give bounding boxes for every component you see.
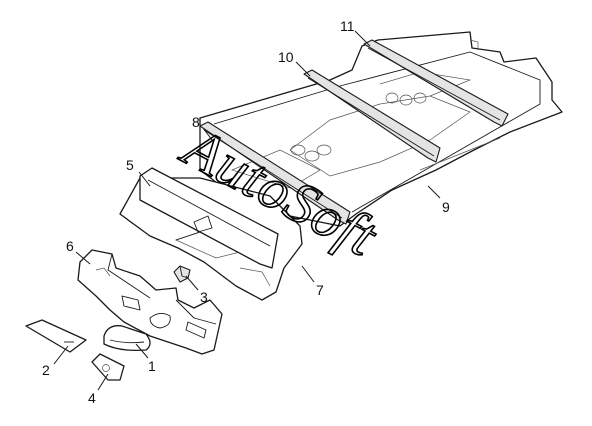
- callout-5: 5: [126, 157, 134, 173]
- overhead-console-trim: [77, 249, 223, 355]
- callout-9: 9: [442, 199, 450, 215]
- callout-numbers: 1 2 3 4 5 6 7 8 9 10 11: [42, 18, 450, 406]
- visor-plate: [25, 319, 87, 353]
- callout-8: 8: [192, 114, 200, 130]
- rear-roof-bow: [363, 39, 509, 127]
- switch-button: [91, 353, 125, 381]
- callout-6: 6: [66, 238, 74, 254]
- callout-1: 1: [148, 358, 156, 374]
- callout-3: 3: [200, 289, 208, 305]
- front-header-panel: [139, 167, 279, 269]
- leader-lines: [53, 30, 441, 391]
- callout-11: 11: [340, 18, 355, 34]
- dome-lamp-lens: [103, 325, 151, 352]
- callout-4: 4: [88, 390, 96, 406]
- callout-7: 7: [316, 282, 324, 298]
- front-roof-bow: [199, 121, 351, 225]
- middle-roof-bow: [303, 69, 441, 163]
- clip: [173, 265, 191, 283]
- callout-10: 10: [278, 49, 294, 65]
- callout-2: 2: [42, 362, 50, 378]
